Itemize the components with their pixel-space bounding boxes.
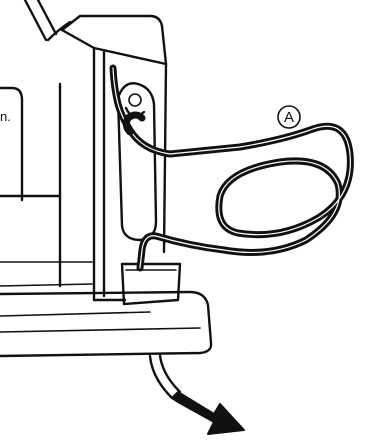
drain-outlet-tube [148, 353, 182, 400]
callout-circle [277, 105, 301, 129]
callout-label: A [284, 109, 294, 126]
appliance-base [0, 290, 213, 358]
left-edge-text: n. [0, 109, 11, 124]
rear-panel-housing [60, 14, 168, 302]
callout-a: A [277, 105, 301, 129]
drain-hose [109, 64, 354, 272]
flow-direction-arrow [171, 391, 245, 435]
hose-slot [116, 82, 158, 242]
drain-tray [120, 262, 182, 306]
appliance-left-body [0, 0, 93, 288]
